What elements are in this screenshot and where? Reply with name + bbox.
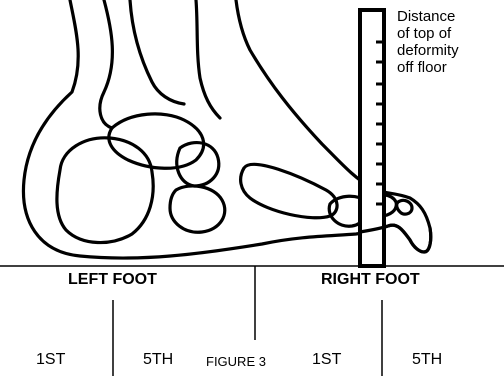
left-foot-heading: LEFT FOOT (68, 271, 157, 289)
right-foot-1st-label: 1ST (312, 351, 341, 369)
ruler-annotation-line: off floor (397, 59, 459, 76)
distal-phalanx (397, 200, 412, 214)
tibia-bone (100, 0, 113, 128)
left-foot-1st-label: 1ST (36, 351, 65, 369)
fibula-bone (130, 0, 184, 104)
cuboid-bone (170, 186, 225, 232)
right-foot-5th-label: 5TH (412, 351, 442, 369)
right-foot-heading: RIGHT FOOT (321, 271, 420, 289)
calcaneus-bone (57, 138, 153, 243)
tibia-inner-edge (196, 0, 220, 118)
figure-caption: FIGURE 3 (206, 354, 266, 369)
left-foot-5th-label: 5TH (143, 351, 173, 369)
ruler-annotation: Distance of top of deformity off floor (397, 8, 459, 76)
ruler-annotation-line: of top of (397, 25, 459, 42)
ruler-annotation-line: deformity (397, 42, 459, 59)
navicular-bone (177, 143, 219, 186)
metatarsal-bone (241, 164, 337, 217)
ruler-annotation-line: Distance (397, 8, 459, 25)
